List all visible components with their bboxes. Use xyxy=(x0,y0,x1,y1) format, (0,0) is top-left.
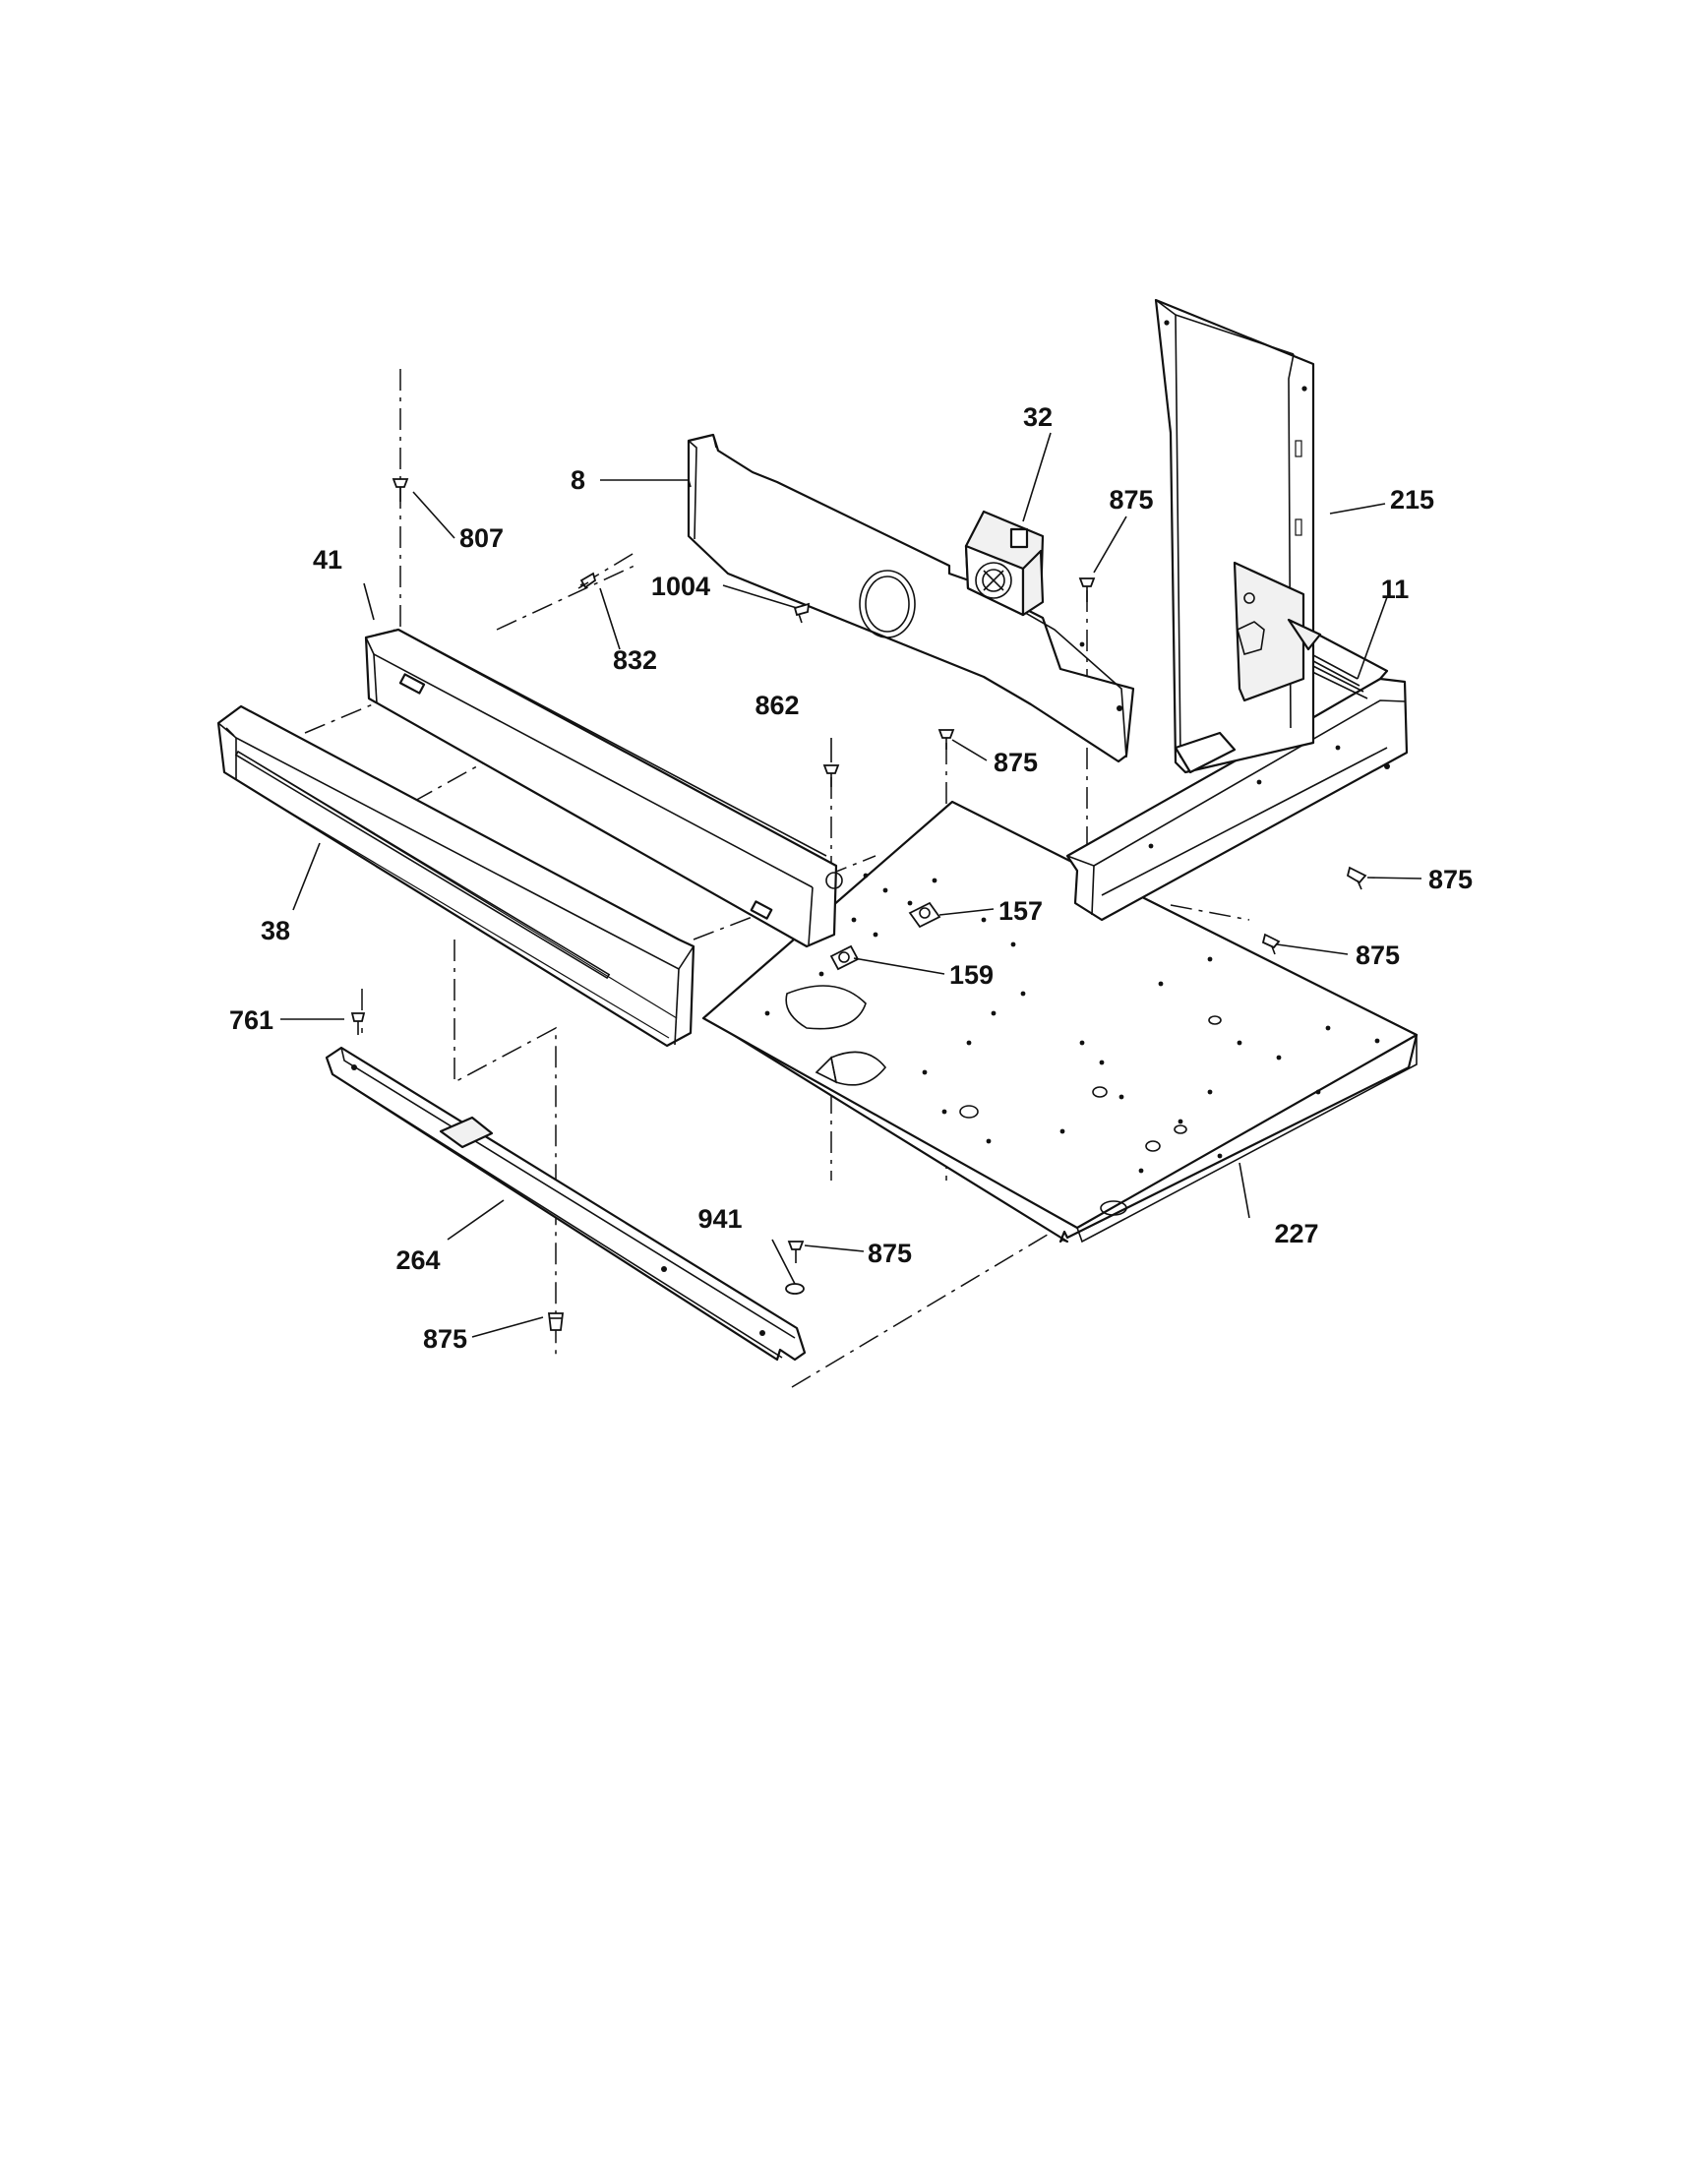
callout-32: 32 xyxy=(1023,402,1053,432)
callout-38: 38 xyxy=(261,916,290,945)
screw-807-icon xyxy=(392,478,409,502)
fan-assembly-32 xyxy=(964,510,1045,617)
clip-941-icon xyxy=(785,1283,805,1295)
callout-875-mid: 875 xyxy=(994,748,1038,777)
callout-8: 8 xyxy=(571,465,585,495)
callout-875-bottom: 875 xyxy=(868,1239,912,1268)
screw-875-bottom-icon xyxy=(787,1241,805,1263)
callout-41: 41 xyxy=(313,545,342,575)
callout-875-top: 875 xyxy=(1109,485,1153,515)
callout-761: 761 xyxy=(229,1005,273,1035)
callout-159: 159 xyxy=(949,960,994,990)
screw-862-icon xyxy=(822,764,840,787)
control-panel-38 xyxy=(216,704,695,1048)
callout-875-left: 875 xyxy=(423,1324,467,1354)
callout-832: 832 xyxy=(613,645,657,675)
callout-1004: 1004 xyxy=(651,572,710,601)
callout-264: 264 xyxy=(395,1245,440,1275)
vertical-duct-215 xyxy=(1154,298,1322,774)
screw-875-mid-icon xyxy=(937,729,955,750)
screw-875-right2-icon xyxy=(1261,933,1281,955)
callout-157: 157 xyxy=(998,896,1043,926)
bottom-trim-264 xyxy=(325,1046,807,1362)
callout-807: 807 xyxy=(459,523,504,553)
support-rail-41 xyxy=(364,628,843,948)
screw-761-icon xyxy=(350,1012,366,1035)
callout-941: 941 xyxy=(697,1204,742,1234)
screw-832-icon xyxy=(577,572,597,589)
fasteners xyxy=(350,478,1367,1331)
callout-875-right1: 875 xyxy=(1428,865,1473,894)
screw-875-right1-icon xyxy=(1346,866,1367,890)
callout-11: 11 xyxy=(1381,575,1410,604)
callout-862: 862 xyxy=(755,691,799,720)
bottom-panel-227 xyxy=(701,800,1419,1244)
callout-labels: 8 32 875 215 807 41 1004 832 11 862 875 … xyxy=(229,402,1473,1354)
callout-215: 215 xyxy=(1390,485,1434,515)
screw-875-left-icon xyxy=(547,1312,565,1331)
screw-875-top-icon xyxy=(1078,577,1096,602)
callout-227: 227 xyxy=(1274,1219,1318,1248)
screw-1004-icon xyxy=(793,602,811,624)
leader-lines xyxy=(280,432,1422,1338)
panel-holes xyxy=(764,873,1380,1174)
thermostat-157-icon xyxy=(908,901,941,929)
callout-875-right2: 875 xyxy=(1356,940,1400,970)
